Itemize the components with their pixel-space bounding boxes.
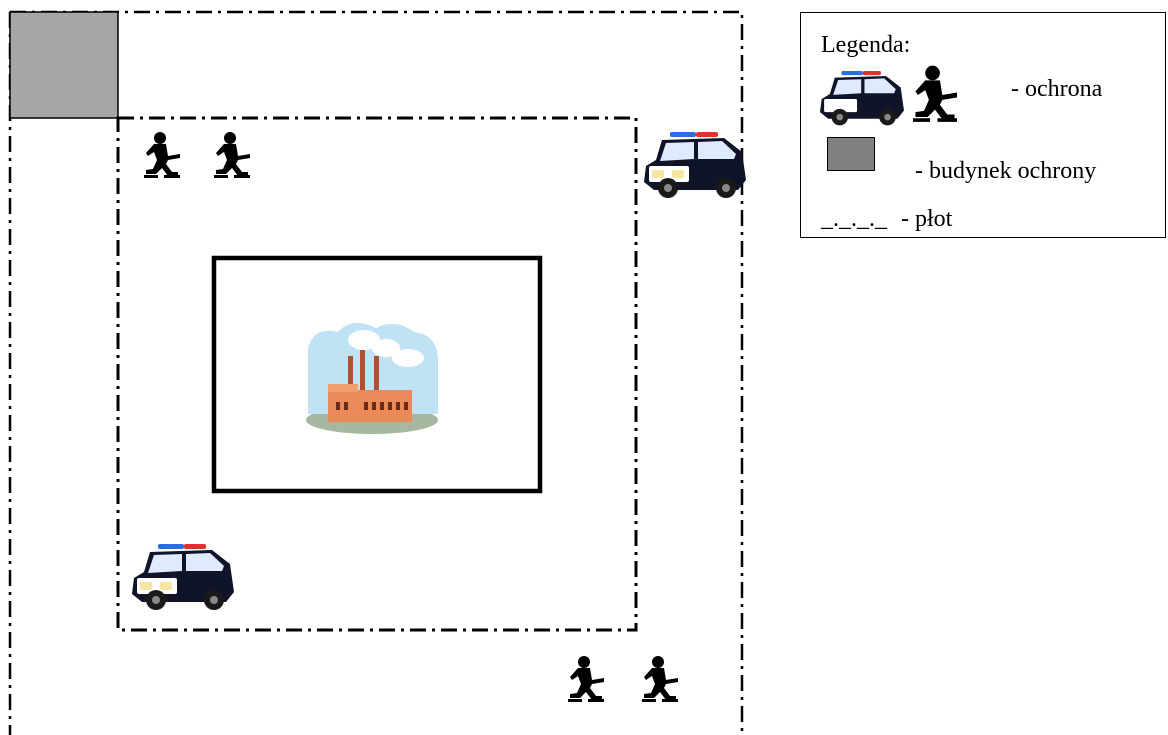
legend-label-fence: - płot [901, 206, 953, 232]
legend: Legenda: - ochrona - budynek ochrony _._… [800, 12, 1166, 238]
soldier-icon [568, 656, 604, 702]
soldier-icon [144, 132, 180, 178]
guard-building-icon [827, 137, 875, 171]
legend-label-guard-building: - budynek ochrony [915, 158, 1097, 184]
soldier-icon [214, 132, 250, 178]
police-car-icon [820, 71, 904, 126]
legend-label-guards: - ochrona [1011, 76, 1103, 102]
inner-fence [116, 116, 638, 632]
protected-building [211, 255, 543, 494]
factory-icon [306, 322, 438, 434]
guard-building [9, 11, 119, 119]
fence-symbol: _._._._ [821, 206, 887, 232]
legend-title: Legenda: [821, 32, 911, 58]
soldier-icon [642, 656, 678, 702]
soldier-icon [913, 65, 957, 122]
police-car-icon [131, 543, 235, 611]
outer-fence [8, 10, 744, 735]
police-car-icon [643, 131, 747, 199]
facility-diagram [8, 10, 747, 735]
